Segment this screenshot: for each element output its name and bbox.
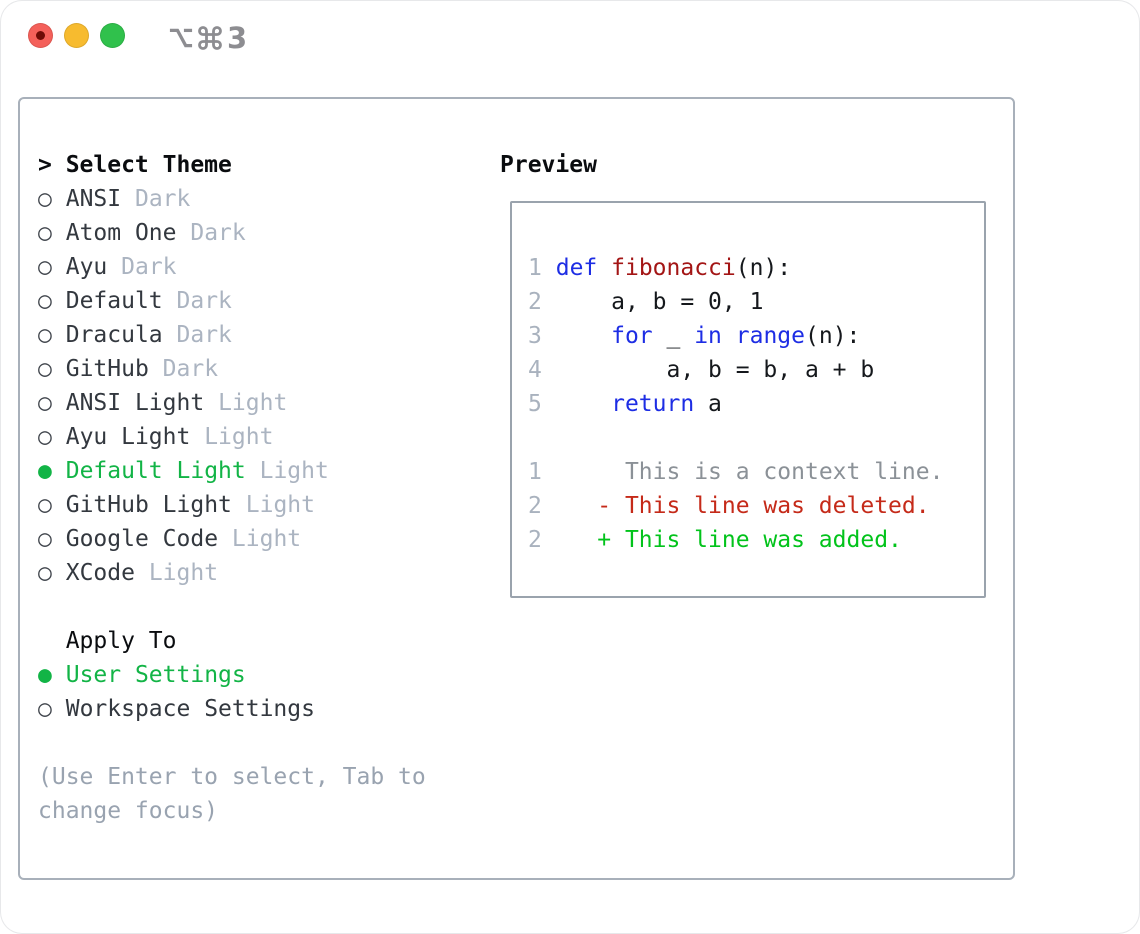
spacer [38,590,426,624]
theme-name: GitHub [65,356,149,382]
theme-option[interactable]: ○ Atom One Dark [38,216,426,250]
theme-name: Google Code [65,526,219,552]
theme-option[interactable]: ○ Default Dark [38,284,426,318]
theme-list: > Select Theme ○ ANSI Dark○ Atom One Dar… [38,148,426,828]
radio-icon: ○ [38,560,52,586]
theme-name: GitHub Light [65,492,232,518]
theme-variant: Light [204,424,274,450]
code-line: 2 + This line was added. [528,527,902,553]
hint-text-line2: change focus) [38,798,219,824]
theme-variant: Dark [176,288,232,314]
zoom-button[interactable] [100,23,125,48]
hint-text-line1: (Use Enter to select, Tab to [38,764,426,790]
radio-icon: ○ [38,288,52,314]
theme-variant: Light [231,526,302,552]
theme-name: Default [65,288,163,314]
theme-option[interactable]: ○ Ayu Dark [38,250,426,284]
theme-option[interactable]: ○ ANSI Light Light [38,386,426,420]
preview-code: 1 def fibonacci(n): 2 a, b = 0, 1 3 for _ … [528,251,943,557]
apply-option-label: User Settings [65,662,246,688]
theme-option[interactable]: ○ Ayu Light Light [38,420,426,454]
radio-icon: ○ [38,424,52,450]
theme-options: ○ ANSI Dark○ Atom One Dark○ Ayu Dark○ De… [38,182,426,590]
radio-icon: ○ [38,322,52,348]
radio-icon: ○ [38,356,52,382]
theme-variant: Dark [176,322,232,348]
theme-variant: Dark [162,356,219,382]
radio-icon: ○ [38,390,52,416]
close-button[interactable] [28,23,53,48]
code-line: 5 return a [528,391,722,417]
theme-option[interactable]: ○ GitHub Dark [38,352,426,386]
theme-variant: Light [218,390,288,416]
radio-icon: ● [38,458,52,484]
spacer [38,726,426,760]
radio-icon: ● [38,662,52,688]
theme-name: ANSI [65,186,122,212]
option-key-icon [169,28,193,48]
radio-icon: ○ [38,220,52,246]
shortcut-key: 3 [227,21,248,55]
apply-option-label: Workspace Settings [65,696,315,722]
radio-icon: ○ [38,696,52,722]
code-line: 2 a, b = 0, 1 [528,289,764,315]
code-line: 2 - This line was deleted. [528,493,930,519]
preview-box [510,201,986,598]
code-line: 3 for _ in range(n): [528,323,861,349]
minimize-button[interactable] [64,23,89,48]
code-line: 4 a, b = b, a + b [528,357,875,383]
theme-variant: Dark [190,220,246,246]
theme-option[interactable]: ● Default Light Light [38,454,426,488]
theme-option[interactable]: ○ ANSI Dark [38,182,426,216]
theme-option[interactable]: ○ XCode Light [38,556,426,590]
code-line [528,421,943,455]
titlebar-traffic-lights [28,23,138,49]
code-line: 1 This is a context line. [528,459,944,485]
code-line: 1 def fibonacci(n): [528,255,792,281]
radio-icon: ○ [38,526,52,552]
close-button-dot [36,31,45,40]
theme-name: Ayu Light [65,424,191,450]
theme-name: Atom One [65,220,177,246]
apply-to-options: ● User Settings○ Workspace Settings [38,658,426,726]
radio-icon: ○ [38,254,52,280]
theme-option[interactable]: ○ Google Code Light [38,522,426,556]
theme-name: Default Light [65,458,246,484]
theme-variant: Light [245,492,315,518]
radio-icon: ○ [38,186,52,212]
theme-option[interactable]: ○ GitHub Light Light [38,488,426,522]
theme-name: ANSI Light [65,390,205,416]
command-key-icon [198,26,222,50]
apply-option[interactable]: ○ Workspace Settings [38,692,426,726]
theme-variant: Dark [121,254,177,280]
theme-name: Dracula [65,322,163,348]
theme-variant: Light [148,560,219,586]
theme-variant: Dark [134,186,191,212]
select-theme-header: > Select Theme [38,152,232,178]
theme-name: XCode [65,560,135,586]
apply-option[interactable]: ● User Settings [38,658,426,692]
theme-name: Ayu [65,254,108,280]
theme-option[interactable]: ○ Dracula Dark [38,318,426,352]
apply-to-header: Apply To [38,628,177,654]
window-shortcut-label: 3 [167,22,247,54]
radio-icon: ○ [38,492,52,518]
theme-variant: Light [259,458,329,484]
preview-title: Preview [500,152,597,178]
